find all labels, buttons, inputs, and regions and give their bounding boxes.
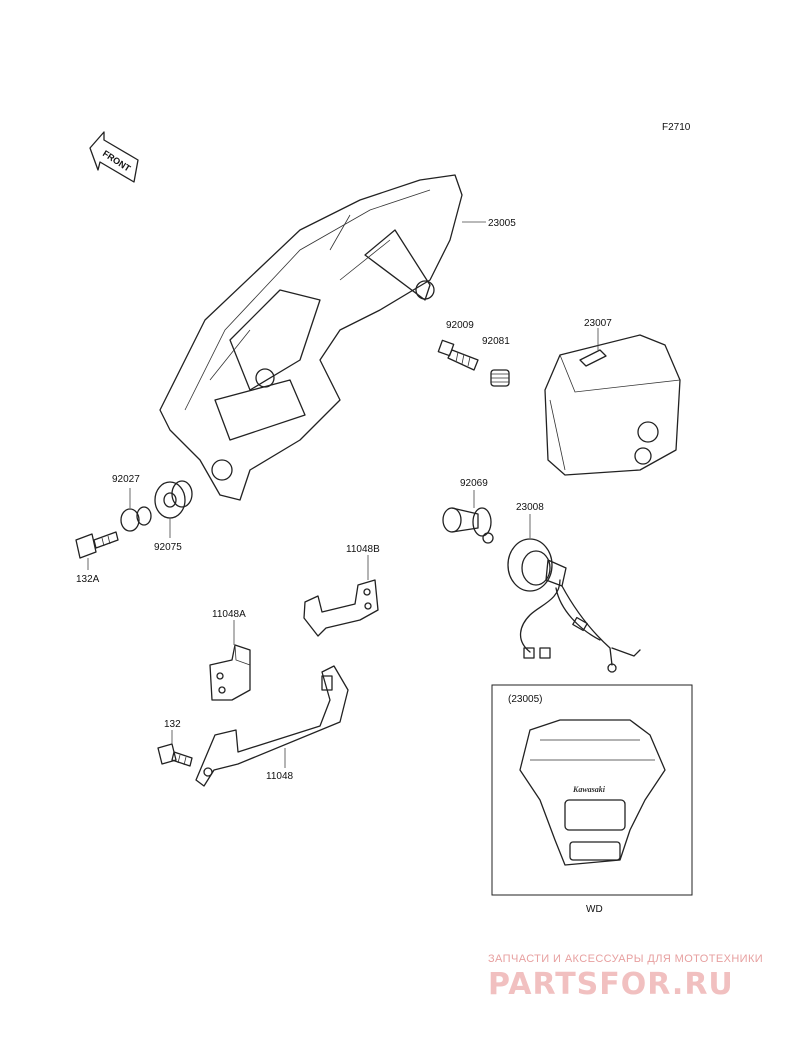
label-92027: 92027 [112,474,140,485]
front-arrow-icon: FRONT [89,131,139,183]
label-92069: 92069 [460,478,488,489]
inset-title: (23005) [508,694,542,705]
inset-variant-box: (23005) Kawasaki [491,684,693,896]
label-132a: 132A [76,574,100,585]
bolt-132 [157,743,193,767]
inset-logo: Kawasaki [572,785,606,794]
bracket-11048b [303,579,379,637]
front-arrow-label: FRONT [101,148,133,174]
label-11048b: 11048B [346,544,380,555]
bolt-132a [75,531,119,559]
inset-caption: WD [586,904,603,915]
label-23005: 23005 [488,218,516,229]
socket-23008 [507,538,641,673]
bolt-92009 [437,339,479,371]
collar-92027 [120,506,152,532]
label-23008: 23008 [516,502,544,513]
label-23007: 23007 [584,318,612,329]
label-11048: 11048 [266,771,294,782]
bracket-11048a [209,644,251,701]
watermark-logo: PARTSFOR.RU [488,967,734,1002]
label-132: 132 [164,719,181,730]
label-92081: 92081 [482,336,510,347]
watermark-tagline: ЗАПЧАСТИ И АКСЕССУАРЫ ДЛЯ МОТОТЕХНИКИ [488,953,763,965]
headlamp-unit [544,334,681,476]
grommet-92075 [154,480,193,519]
figure-code: F2710 [662,122,691,133]
headlight-cowl [159,174,463,501]
label-92075: 92075 [154,542,182,553]
stay-11048 [195,665,349,787]
label-92009: 92009 [446,320,474,331]
spring-92081 [490,369,510,387]
label-11048a: 11048A [212,609,246,620]
bulb-92069 [442,507,494,544]
